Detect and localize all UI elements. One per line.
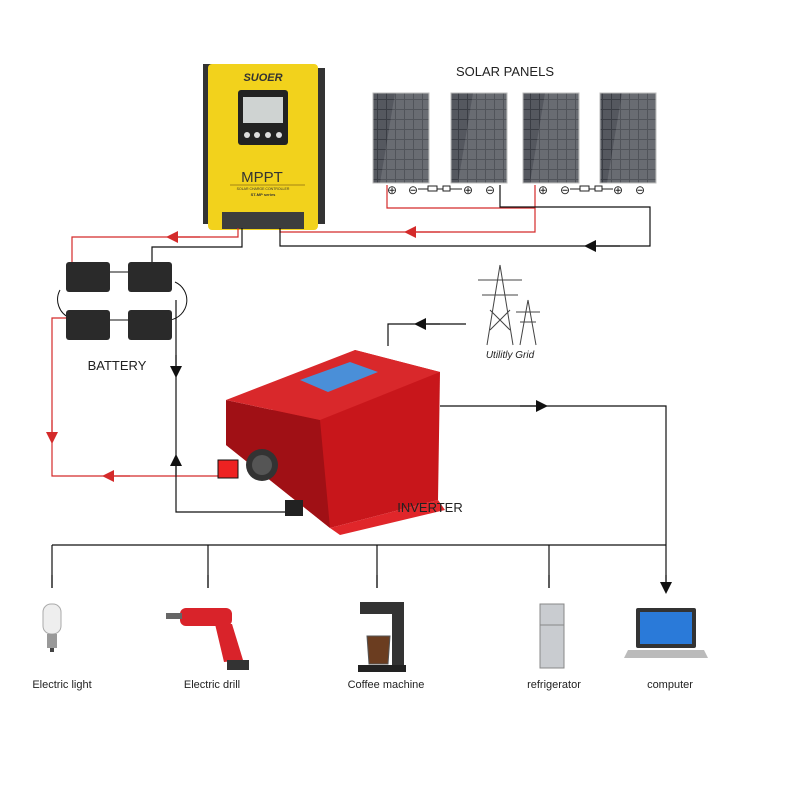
coffee-machine-icon [358,602,406,672]
power-tower-icon [478,264,540,346]
controller-lcd [243,97,283,123]
svg-text:⊖: ⊖ [635,183,645,197]
battery-label: BATTERY [88,358,147,373]
solar-panel [450,92,508,184]
svg-text:⊖: ⊖ [408,183,418,197]
solar-panels-title: SOLAR PANELS [456,64,554,79]
appliance-label: computer [647,679,693,691]
appliance-label: Electric drill [184,679,240,691]
panel-terminals: ⊕ ⊖ ⊕ ⊖ ⊕ ⊖ ⊕ ⊖ [387,183,645,197]
svg-text:⊖: ⊖ [485,183,495,197]
battery [128,262,172,292]
appliance-label: refrigerator [527,679,581,691]
battery [66,262,110,292]
solar-panel [372,92,430,184]
svg-text:⊕: ⊕ [613,183,623,197]
refrigerator-icon [539,603,565,669]
battery [128,310,172,340]
utility-grid-label: Utilitly Grid [486,350,535,361]
drill-icon [166,608,249,670]
controller-brand: SUOER [243,72,282,84]
mppt-charge-controller: SUOER MPPT SOLAR CHARGE CONTROLLER ST-MP… [203,64,325,230]
solar-panel [522,92,580,184]
svg-text:⊕: ⊕ [463,183,473,197]
controller-subtitle: SOLAR CHARGE CONTROLLER [237,187,290,191]
inverter-display [300,362,378,392]
appliance-label: Electric light [32,679,91,691]
svg-text:⊕: ⊕ [538,183,548,197]
controller-model: MPPT [241,169,283,186]
svg-text:⊕: ⊕ [387,183,397,197]
bulb-icon [42,603,62,652]
laptop-icon [624,608,708,658]
battery-bank [57,262,188,340]
solar-panel [599,92,657,184]
svg-text:⊖: ⊖ [560,183,570,197]
battery [66,310,110,340]
inverter-label: INVERTER [397,500,463,515]
controller-series: ST-MP series [251,192,277,197]
power-inverter [217,350,445,535]
appliance-label: Coffee machine [348,679,425,691]
solar-panel-array [372,92,657,184]
